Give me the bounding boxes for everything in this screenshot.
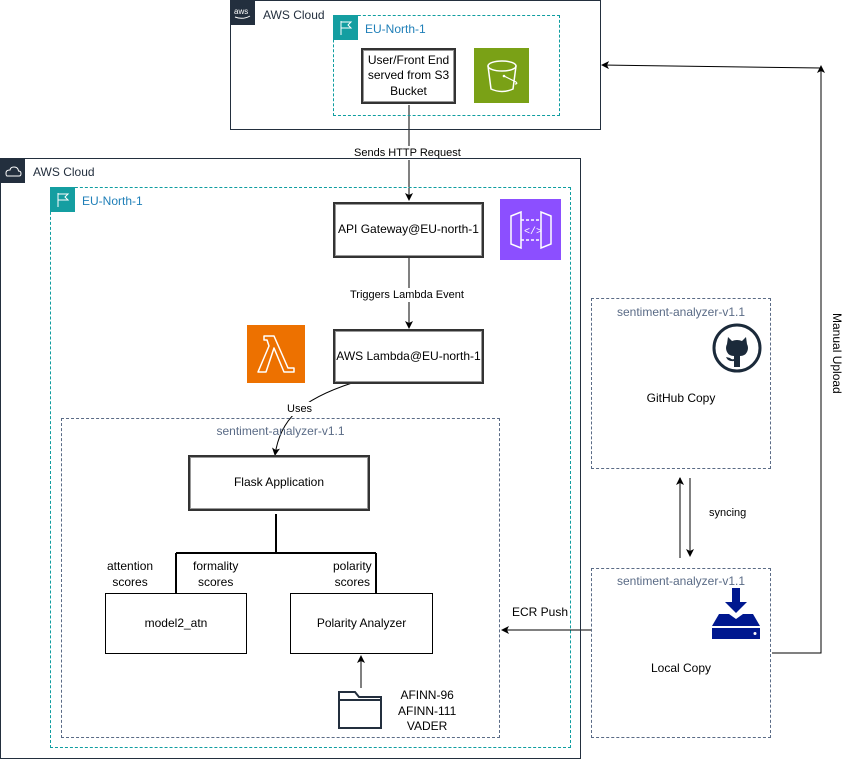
edge-label-trigger: Triggers Lambda Event <box>350 288 464 303</box>
region-flag-icon <box>50 187 75 212</box>
lexicon-item: VADER <box>406 719 448 734</box>
region-flag-icon <box>333 15 358 40</box>
lexicon-item: AFINN-111 <box>398 703 457 718</box>
flask-node[interactable]: Flask Application <box>188 455 370 511</box>
s3-bucket-icon <box>474 48 529 103</box>
svg-text:</>: </> <box>524 226 542 238</box>
model-node[interactable]: model2_atn <box>105 593 247 654</box>
api-gateway-icon: </> <box>500 199 561 260</box>
edge-label-ecr: ECR Push <box>512 605 569 621</box>
region-main: EU-North-1 <box>50 187 571 748</box>
edge-label-sync: syncing <box>709 506 747 521</box>
edge-manual-upload <box>772 65 825 654</box>
group-label: sentiment-analyzer-v1.1 <box>616 574 746 588</box>
edge-manual-upload-top <box>601 61 822 70</box>
edge-label-http: Sends HTTP Request <box>354 146 461 161</box>
edge-label-manual-upload: Manual Upload <box>830 313 844 394</box>
api-gateway-node[interactable]: API Gateway@EU-north-1 <box>333 202 484 258</box>
edge-label-attention: attention scores <box>107 559 154 589</box>
github-group: sentiment-analyzer-v1.1 GitHub Copy <box>591 298 771 469</box>
lambda-icon <box>247 325 305 383</box>
github-copy-label: GitHub Copy <box>646 391 716 405</box>
edge-label-formality: formality scores <box>193 559 239 589</box>
cloud-label: AWS Cloud <box>263 8 325 22</box>
group-label: sentiment-analyzer-v1.1 <box>216 424 345 438</box>
lexicon-item: AFINN-96 <box>400 688 454 702</box>
download-drive-icon <box>711 588 761 640</box>
local-group: sentiment-analyzer-v1.1 Local Copy <box>591 568 771 738</box>
local-copy-label: Local Copy <box>650 661 712 675</box>
folder-icon <box>337 688 383 730</box>
polarity-analyzer-node[interactable]: Polarity Analyzer <box>290 593 433 654</box>
frontend-node[interactable]: User/Front End served from S3 Bucket <box>361 48 456 104</box>
aws-logo-icon: aws <box>230 0 255 25</box>
github-icon <box>712 323 762 373</box>
region-top: EU-North-1 <box>333 15 560 116</box>
aws-cloud-top: aws AWS Cloud <box>230 0 601 130</box>
edge-label-uses: Uses <box>287 402 313 417</box>
edge-label-polarity: polarity scores <box>333 559 372 589</box>
cloud-label: AWS Cloud <box>33 165 95 179</box>
cloud-icon <box>0 158 25 183</box>
group-label: sentiment-analyzer-v1.1 <box>616 305 746 319</box>
svg-text:aws: aws <box>234 7 248 16</box>
lexicon-list: AFINN-96 AFINN-111 VADER <box>398 688 456 735</box>
region-label: EU-North-1 <box>82 194 143 208</box>
app-group: sentiment-analyzer-v1.1 <box>61 418 500 738</box>
region-label: EU-North-1 <box>365 22 426 36</box>
lambda-node[interactable]: AWS Lambda@EU-north-1 <box>333 329 484 384</box>
